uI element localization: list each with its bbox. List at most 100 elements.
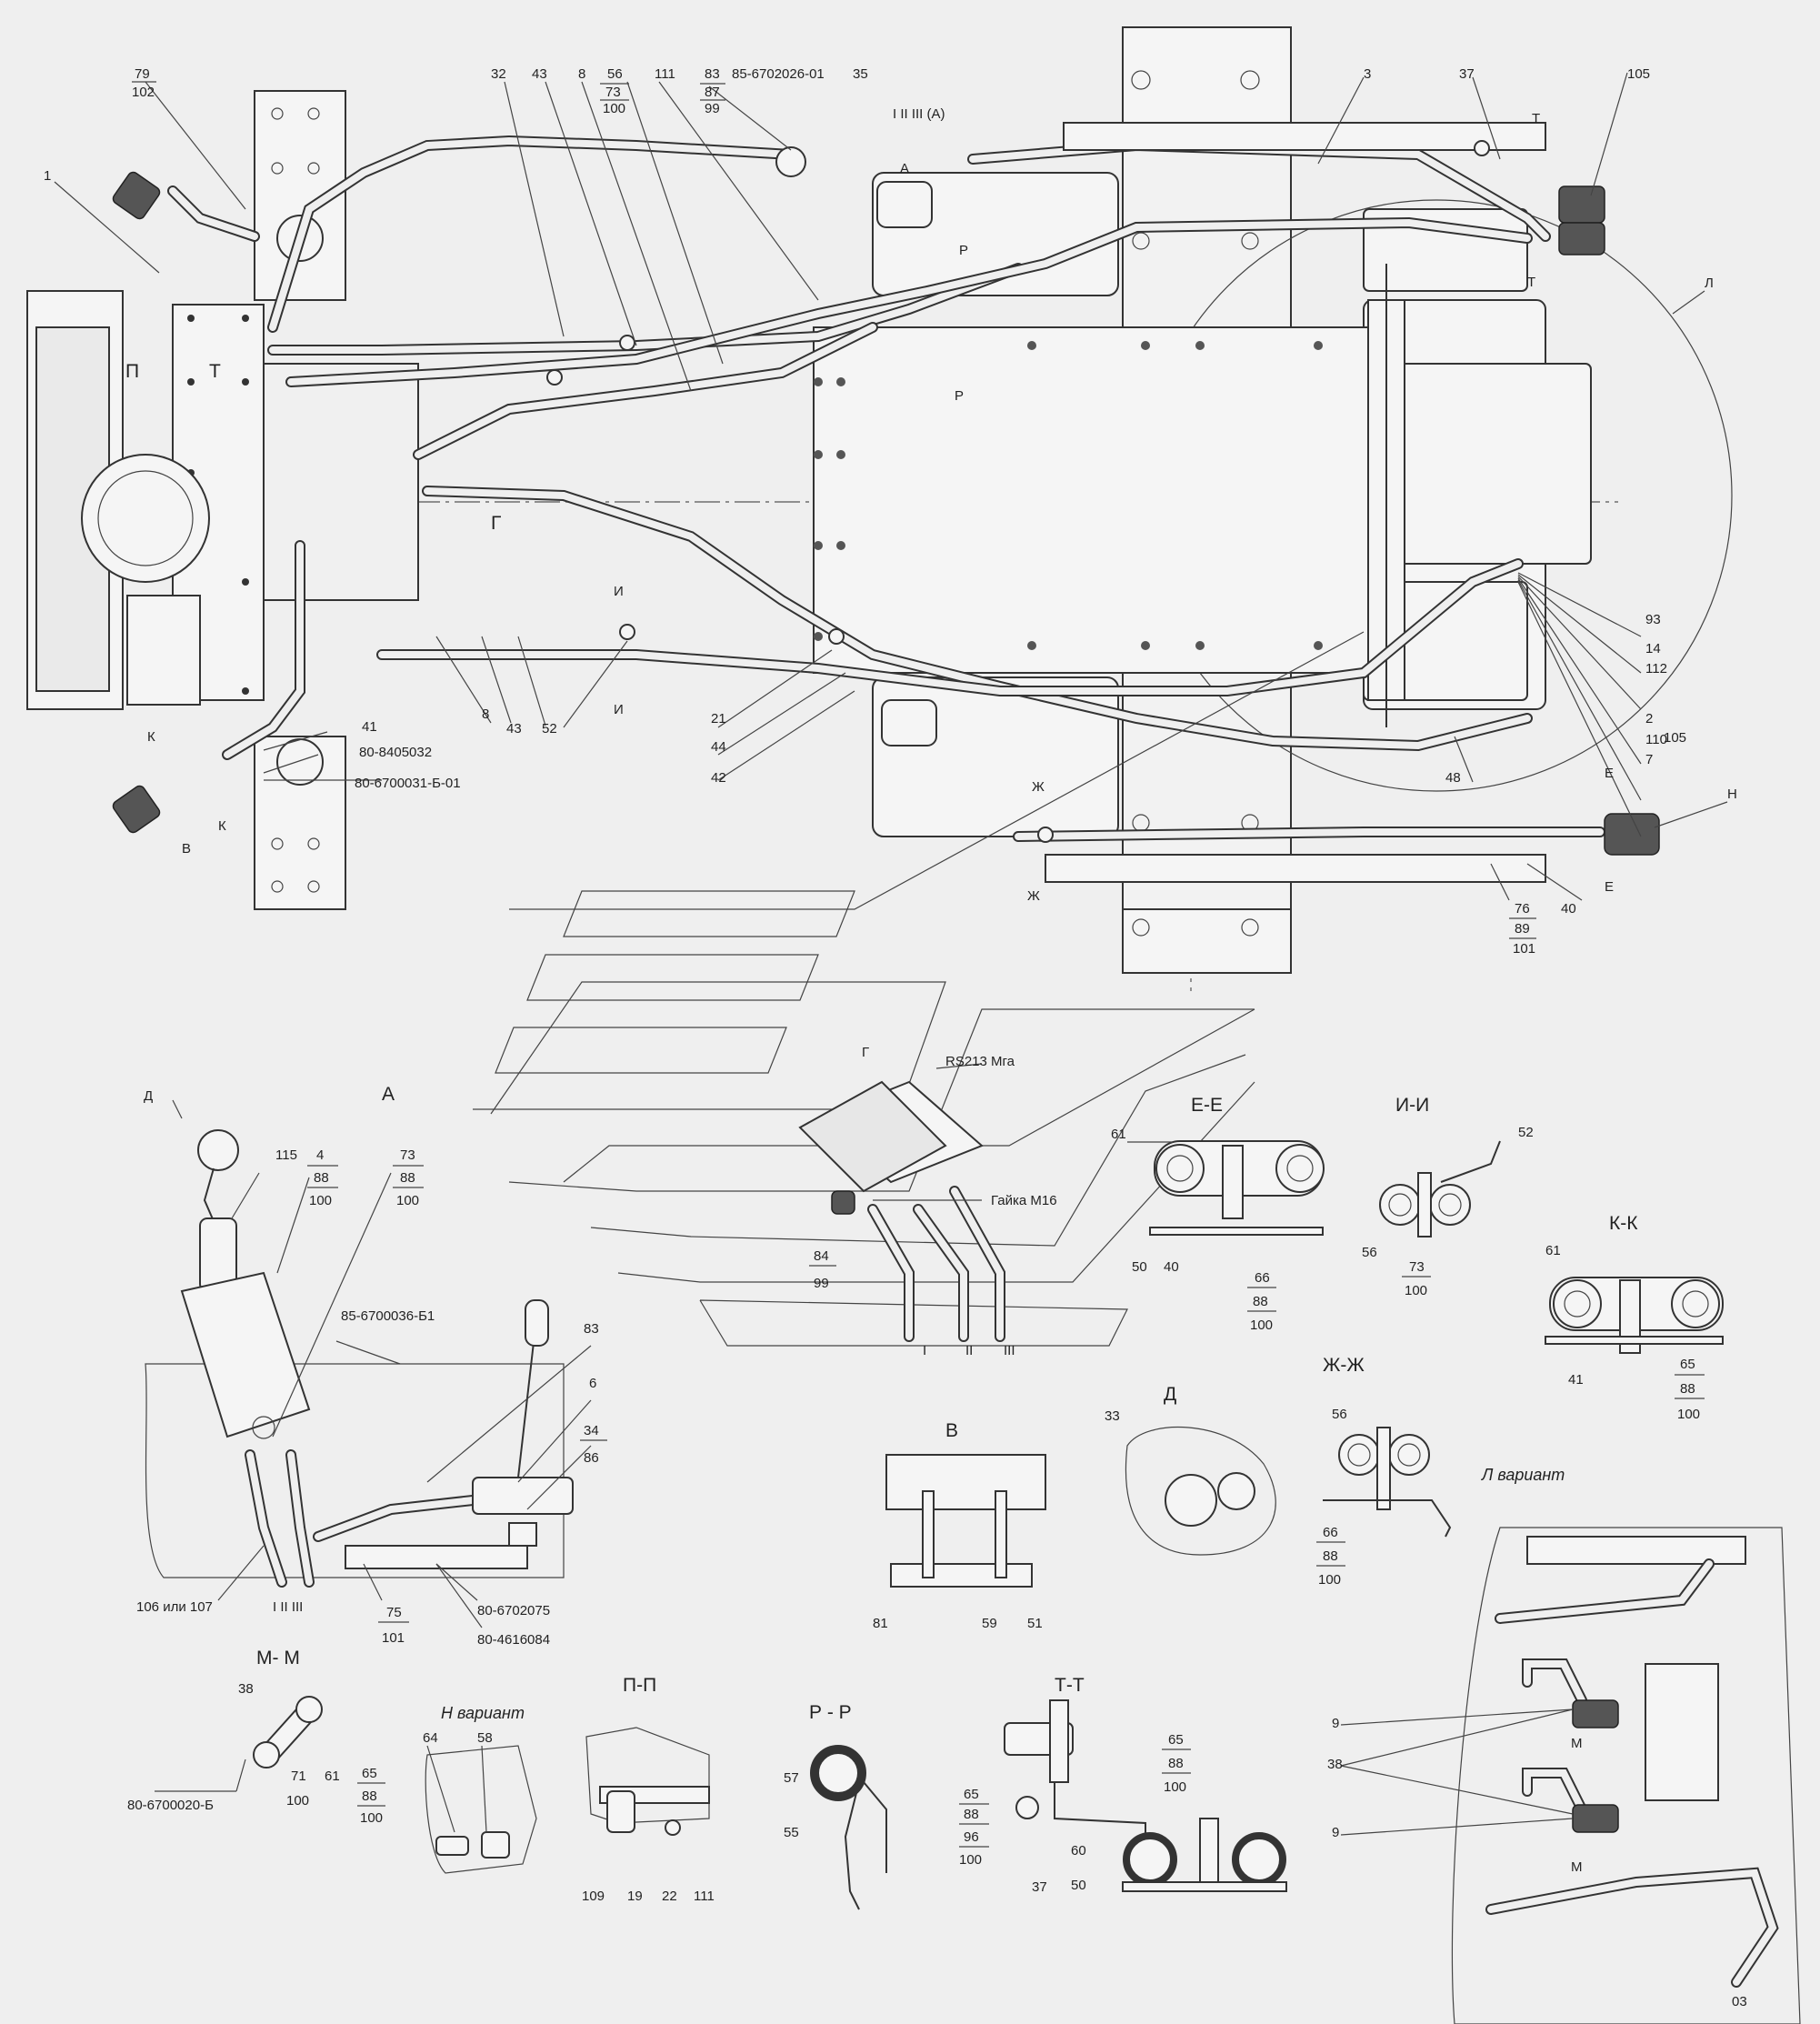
quick-coupler-left-top	[112, 171, 161, 220]
label-part-80-6700031: 80-6700031-Б-01	[355, 776, 461, 791]
view-A-sec-D: Д	[144, 1088, 153, 1104]
view-V-title: В	[945, 1420, 958, 1441]
label-44: 44	[711, 739, 726, 755]
label-1: 1	[44, 168, 51, 184]
label-48: 48	[1445, 770, 1461, 786]
label-43: 43	[532, 66, 547, 82]
sec-EE-66: 66	[1255, 1270, 1270, 1286]
section-G: Г	[491, 513, 501, 534]
section-Zh-Zh: Ж-Ж 56 66 88 100	[1316, 1355, 1452, 1588]
variant-L-sec-M-bottom: М	[1571, 1859, 1583, 1875]
section-K-top: К	[147, 729, 155, 745]
section-E-top: Е	[1605, 766, 1614, 781]
sec-ZhZh-56: 56	[1332, 1407, 1347, 1422]
label-56: 56	[607, 66, 623, 82]
sec-EE-40: 40	[1164, 1259, 1179, 1275]
top-labels: 79 102 1 32 43 8 56 73 100 111 83 87 99 …	[44, 66, 1737, 957]
sec-II-73: 73	[1409, 1259, 1425, 1275]
sec-RR-title: Р - Р	[809, 1702, 852, 1723]
label-gaika-m16: Гайка М16	[991, 1193, 1057, 1208]
label-part-80-4616084: 80-4616084	[477, 1632, 550, 1648]
label-part-85-6702026-01: 85-6702026-01	[732, 66, 825, 82]
label-100b: 100	[396, 1193, 419, 1208]
variant-H-64: 64	[423, 1730, 438, 1746]
sec-MM-38: 38	[238, 1681, 254, 1697]
sec-PP-22: 22	[662, 1889, 677, 1904]
label-H: Н	[1727, 787, 1737, 802]
label-41: 41	[362, 719, 377, 735]
view-D-title: Д	[1164, 1384, 1176, 1405]
view-V: В 81 59 51	[873, 1420, 1046, 1631]
sec-EE-title: Е-Е	[1191, 1095, 1223, 1116]
label-100: 100	[309, 1193, 332, 1208]
view-D: Д 33	[1105, 1384, 1276, 1556]
label-73: 73	[605, 85, 621, 100]
variant-H-title: Н вариант	[441, 1704, 525, 1722]
sec-MM-71: 71	[291, 1768, 306, 1784]
sec-MM-65: 65	[362, 1766, 377, 1781]
sec-ZhZh-88: 88	[1323, 1548, 1338, 1564]
section-V: В	[182, 841, 191, 857]
section-P-P: П-П 109 19 22 111	[582, 1675, 715, 1904]
label-115: 115	[275, 1147, 297, 1163]
sec-TT-title: Т-Т	[1055, 1675, 1085, 1696]
sec-EE-100: 100	[1250, 1318, 1273, 1333]
section-M-M: М- М 38 71 61 65 88 100 100 80-6700020-Б	[127, 1648, 385, 1826]
label-111: 111	[655, 66, 675, 82]
sec-II-title: И-И	[1395, 1095, 1429, 1116]
label-7: 7	[1645, 752, 1653, 767]
label-110: 110	[1645, 732, 1667, 747]
variant-L-9: 9	[1332, 1716, 1339, 1731]
label-101: 101	[382, 1630, 405, 1646]
label-105b: 105	[1664, 730, 1686, 746]
sec-KK-88: 88	[1680, 1381, 1695, 1397]
section-P-left: П	[125, 361, 139, 382]
section-K-K: К-К 61 41 65 88 100	[1545, 1213, 1724, 1422]
variant-L-9b: 9	[1332, 1825, 1339, 1840]
label-88b: 88	[400, 1170, 415, 1186]
roman-II: II	[965, 1343, 973, 1358]
label-43b: 43	[506, 721, 522, 736]
sec-PP-111: 111	[694, 1889, 715, 1904]
label-8b: 8	[482, 706, 489, 722]
sec-TT-88b: 88	[1168, 1756, 1184, 1771]
sec-TT-50: 50	[1071, 1878, 1086, 1893]
label-34: 34	[584, 1423, 599, 1438]
sec-TT-60: 60	[1071, 1843, 1086, 1859]
section-K-bottom: К	[218, 818, 226, 834]
section-G2: Г	[862, 1045, 869, 1060]
label-88: 88	[314, 1170, 329, 1186]
top-assembly-view	[26, 26, 1733, 991]
label-79: 79	[135, 66, 150, 82]
sec-TT-88: 88	[964, 1807, 979, 1822]
label-105: 105	[1627, 66, 1650, 82]
label-101: 101	[1513, 941, 1535, 957]
section-Zh-top: Ж	[1032, 779, 1045, 795]
sec-TT-100: 100	[959, 1852, 982, 1868]
label-83: 83	[584, 1321, 599, 1337]
label-100: 100	[603, 101, 625, 116]
label-21: 21	[711, 711, 726, 726]
label-87: 87	[705, 85, 720, 100]
section-A: А	[900, 161, 909, 176]
sec-PP-109: 109	[582, 1889, 605, 1904]
label-3: 3	[1364, 66, 1371, 82]
pump-housing	[81, 454, 210, 583]
label-37: 37	[1459, 66, 1475, 82]
label-106-or-107: 106 или 107	[136, 1599, 213, 1615]
sec-KK-100: 100	[1677, 1407, 1700, 1422]
label-52: 52	[542, 721, 557, 736]
section-T-bottom: Т	[1527, 275, 1535, 290]
label-40: 40	[1561, 901, 1576, 917]
label-2: 2	[1645, 711, 1653, 726]
variant-L-03: 03	[1732, 1994, 1747, 2009]
label-75: 75	[386, 1605, 402, 1620]
variant-H-58: 58	[477, 1730, 493, 1746]
sec-MM-61: 61	[325, 1768, 340, 1784]
section-I-top: И	[614, 584, 624, 599]
sec-ZhZh-66: 66	[1323, 1525, 1338, 1540]
sec-TT-65: 65	[964, 1787, 979, 1802]
sec-RR-57: 57	[784, 1770, 799, 1786]
sec-EE-50: 50	[1132, 1259, 1147, 1275]
roman-III: III	[1004, 1343, 1015, 1358]
